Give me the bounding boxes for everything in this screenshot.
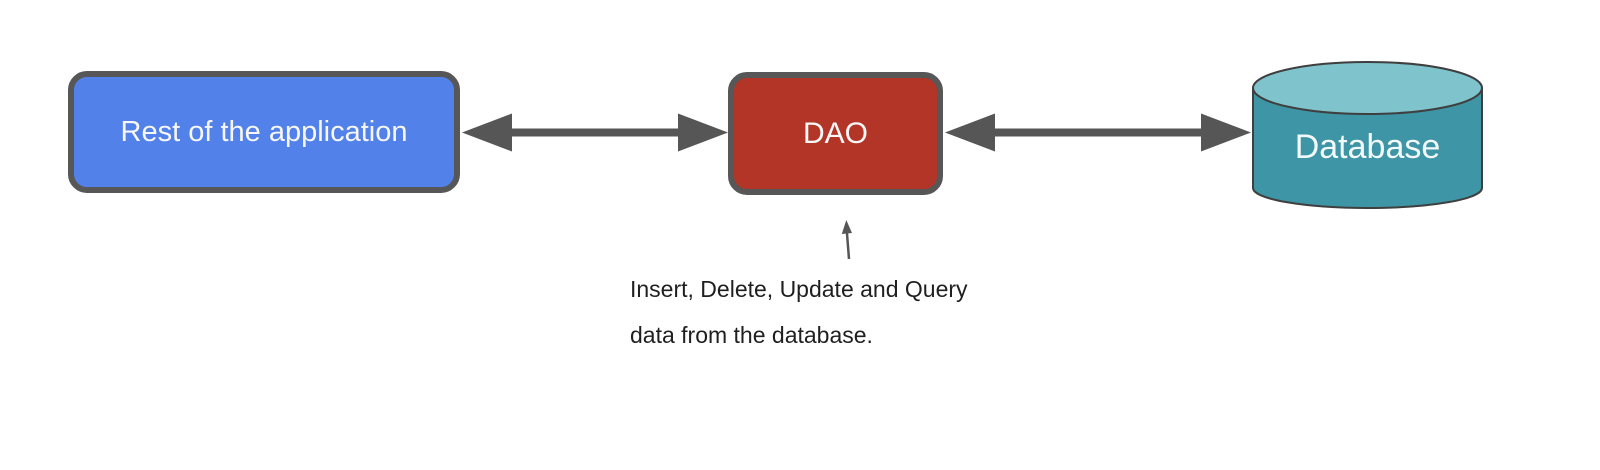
annotation-text: Insert, Delete, Update and Query data fr… xyxy=(630,266,968,358)
annotation-pointer-arrow-icon xyxy=(841,220,852,260)
annotation-line-1: Insert, Delete, Update and Query xyxy=(630,276,968,302)
double-arrow-app-dao-icon xyxy=(462,113,728,152)
node-database-label: Database xyxy=(1294,128,1441,166)
node-rest-of-application: Rest of the application xyxy=(68,71,460,193)
node-database: Database xyxy=(1251,60,1484,210)
node-dao-label: DAO xyxy=(802,116,868,150)
node-rest-of-application-label: Rest of the application xyxy=(120,115,408,148)
annotation-line-2: data from the database. xyxy=(630,322,873,348)
node-dao: DAO xyxy=(728,72,943,195)
database-cylinder-icon xyxy=(1252,61,1483,209)
double-arrow-dao-database-icon xyxy=(945,113,1251,152)
